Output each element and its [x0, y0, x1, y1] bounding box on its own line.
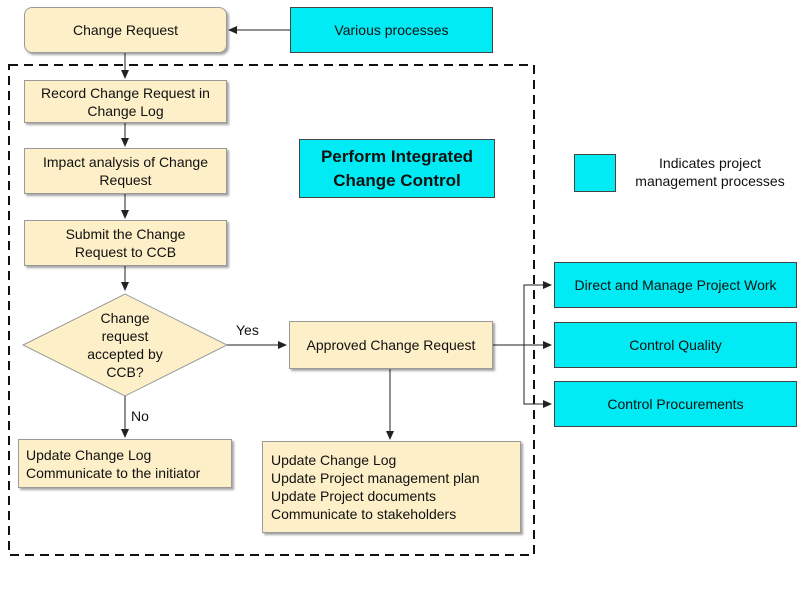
- record-change-box: Record Change Request in Change Log: [24, 80, 227, 123]
- direct-manage-label: Direct and Manage Project Work: [574, 277, 777, 293]
- decision-line-2: request: [101, 328, 149, 344]
- change-request-label: Change Request: [72, 22, 179, 38]
- control-quality-label: Control Quality: [629, 337, 722, 353]
- update-stakeholders-line-1: Update Change Log: [271, 452, 397, 468]
- title-line-2: Change Control: [333, 170, 461, 190]
- submit-ccb-line-1: Submit the Change: [65, 226, 186, 242]
- decision-line-1: Change: [100, 310, 150, 326]
- direct-manage-box: Direct and Manage Project Work: [554, 262, 797, 308]
- various-processes-label: Various processes: [334, 22, 449, 38]
- integrated-change-control-boundary: [8, 64, 535, 556]
- update-log-initiator-box: Update Change Log Communicate to the ini…: [18, 439, 232, 488]
- approved-change-box: Approved Change Request: [289, 321, 493, 369]
- update-log-initiator-line-2: Communicate to the initiator: [26, 464, 201, 481]
- impact-analysis-line-1: Impact analysis of Change: [43, 154, 208, 170]
- decision-line-4: CCB?: [106, 364, 144, 380]
- change-request-box: Change Request: [24, 7, 227, 53]
- various-processes-box: Various processes: [290, 7, 493, 53]
- yes-label: Yes: [236, 322, 259, 338]
- title-line-1: Perform Integrated: [320, 146, 474, 166]
- branch-to-direct-manage: [523, 281, 552, 345]
- approved-change-label: Approved Change Request: [306, 337, 476, 353]
- submit-ccb-line-2: Request to CCB: [74, 244, 177, 260]
- decision-text: Change request accepted by CCB?: [55, 307, 195, 383]
- control-quality-box: Control Quality: [554, 322, 797, 368]
- record-change-line-1: Record Change Request in: [41, 84, 210, 101]
- record-change-line-2: Change Log: [87, 102, 164, 119]
- update-stakeholders-line-3: Update Project documents: [271, 488, 436, 504]
- update-stakeholders-line-2: Update Project management plan: [271, 470, 480, 486]
- submit-ccb-box: Submit the Change Request to CCB: [24, 220, 227, 266]
- no-label: No: [131, 408, 149, 424]
- legend-line-1: Indicates project: [659, 155, 761, 171]
- decision-line-3: accepted by: [87, 346, 163, 362]
- update-stakeholders-box: Update Change Log Update Project managem…: [262, 441, 521, 533]
- legend-swatch: [574, 154, 616, 192]
- control-procurements-label: Control Procurements: [607, 396, 744, 412]
- impact-analysis-line-2: Request: [99, 172, 152, 188]
- legend-line-2: management processes: [635, 173, 785, 189]
- perform-integrated-change-control-title: Perform Integrated Change Control: [299, 139, 495, 198]
- impact-analysis-box: Impact analysis of Change Request: [24, 148, 227, 194]
- branch-to-procurements: [523, 345, 552, 408]
- legend-text: Indicates project management processes: [622, 154, 798, 190]
- control-procurements-box: Control Procurements: [554, 381, 797, 427]
- update-stakeholders-line-4: Communicate to stakeholders: [271, 506, 457, 522]
- update-log-initiator-line-1: Update Change Log: [26, 446, 152, 463]
